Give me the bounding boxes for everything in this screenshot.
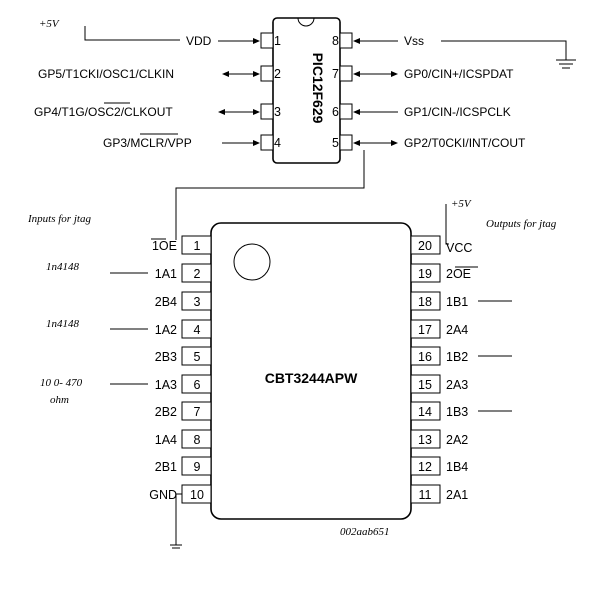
cbt-pin-label: VCC [446, 241, 472, 255]
cbt-pin-label: 2A4 [446, 323, 468, 337]
pic-pin-num: 7 [332, 67, 339, 81]
pic-pin-label: GP1/CIN-/ICSPCLK [404, 105, 511, 119]
cbt-pin-label: 2B4 [155, 295, 177, 309]
cbt-pin-num: 11 [419, 488, 432, 502]
cbt-chip-body [210, 222, 412, 520]
pic-pin-num: 8 [332, 34, 339, 48]
cbt-pin-num: 20 [418, 239, 432, 253]
cbt-pin-label: 1A1 [155, 267, 177, 281]
cbt-pin-num: 6 [194, 378, 201, 392]
cbt-pin-num: 4 [194, 323, 201, 337]
diode-note-1: 1n4148 [46, 261, 80, 273]
pic-pin-label: GP3/MCLR/VPP [103, 136, 192, 150]
drawing-id: 002aab651 [340, 526, 390, 538]
cbt-pin-num: 13 [418, 433, 432, 447]
gnd-wire [175, 493, 182, 545]
cbt-pin-num: 18 [418, 295, 432, 309]
cbt-pin-label: 2OE [446, 267, 471, 281]
cbt-pin-label: 1B1 [446, 295, 468, 309]
pic-pin-label: GP0/CIN+/ICSPDAT [404, 67, 514, 81]
resistor-note-b: ohm [50, 394, 69, 406]
pic-notch [297, 17, 315, 27]
cbt-pin-label: 2A1 [446, 488, 468, 502]
pic-pin-num: 1 [274, 34, 281, 48]
pic-pin-label: GP4/T1G/OSC2/CLKOUT [34, 105, 173, 119]
pic-chip-name: PIC12F629 [310, 53, 326, 124]
cbt-pin-label: 1B2 [446, 350, 468, 364]
pic-pin-label: VDD [186, 34, 212, 48]
cbt-pin-label: 1A4 [155, 433, 177, 447]
cbt-pin-label: 2B3 [155, 350, 177, 364]
oe-control-wire [175, 150, 365, 240]
diode-note-2: 1n4148 [46, 318, 80, 330]
pic-pin-label: Vss [404, 34, 424, 48]
pic-pin-label: GP2/T0CKI/INT/COUT [404, 136, 526, 150]
outputs-note: Outputs for jtag [486, 218, 557, 230]
pic-pin-num: 6 [332, 105, 339, 119]
cbt-pin-label: 1A3 [155, 378, 177, 392]
cbt-pin1-dot [233, 243, 271, 281]
cbt-pin-label: 2A3 [446, 378, 468, 392]
cbt-pin-label: GND [149, 488, 177, 502]
cbt-pin-label: 1A2 [155, 323, 177, 337]
vcc-wire [445, 204, 449, 245]
cbt-pin-num: 14 [418, 405, 432, 419]
cbt-pin-num: 7 [194, 405, 201, 419]
cbt-pin-num: 9 [194, 460, 201, 474]
cbt-pin-num: 8 [194, 433, 201, 447]
vdd-wire [84, 26, 180, 41]
cbt-pin-num: 12 [418, 460, 432, 474]
pic-pin-label: GP5/T1CKI/OSC1/CLKIN [38, 67, 174, 81]
pic-pin-num: 2 [274, 67, 281, 81]
inputs-note: Inputs for jtag [27, 213, 91, 225]
cbt-pin-num: 16 [418, 350, 432, 364]
cbt-pin-num: 15 [418, 378, 432, 392]
cbt-pin-label: 2A2 [446, 433, 468, 447]
cbt-pin-num: 17 [418, 323, 432, 337]
pic-pin-num: 5 [332, 136, 339, 150]
cbt-pin-label: 2B1 [155, 460, 177, 474]
pic-pin-num: 3 [274, 105, 281, 119]
resistor-note-a: 10 0- 470 [40, 377, 83, 389]
vss-wire [441, 40, 567, 60]
cbt-pin-num: 19 [418, 267, 432, 281]
cbt-pin-label: 1OE [152, 239, 177, 253]
cbt-pin-num: 5 [194, 350, 201, 364]
cbt-pin-num: 10 [190, 488, 204, 502]
cbt-pin-label: 2B2 [155, 405, 177, 419]
cbt-pin-num: 2 [194, 267, 201, 281]
vplus-top-label: +5V [39, 18, 60, 30]
vplus-mid-label: +5V [451, 198, 472, 210]
cbt-pin-label: 1B4 [446, 460, 468, 474]
pic-chip-body [272, 17, 341, 164]
cbt-pin-label: 1B3 [446, 405, 468, 419]
cbt-chip-name: CBT3244APW [265, 370, 358, 386]
pic-pin-num: 4 [274, 136, 281, 150]
cbt-pin-num: 1 [194, 239, 201, 253]
cbt-pin-num: 3 [194, 295, 201, 309]
